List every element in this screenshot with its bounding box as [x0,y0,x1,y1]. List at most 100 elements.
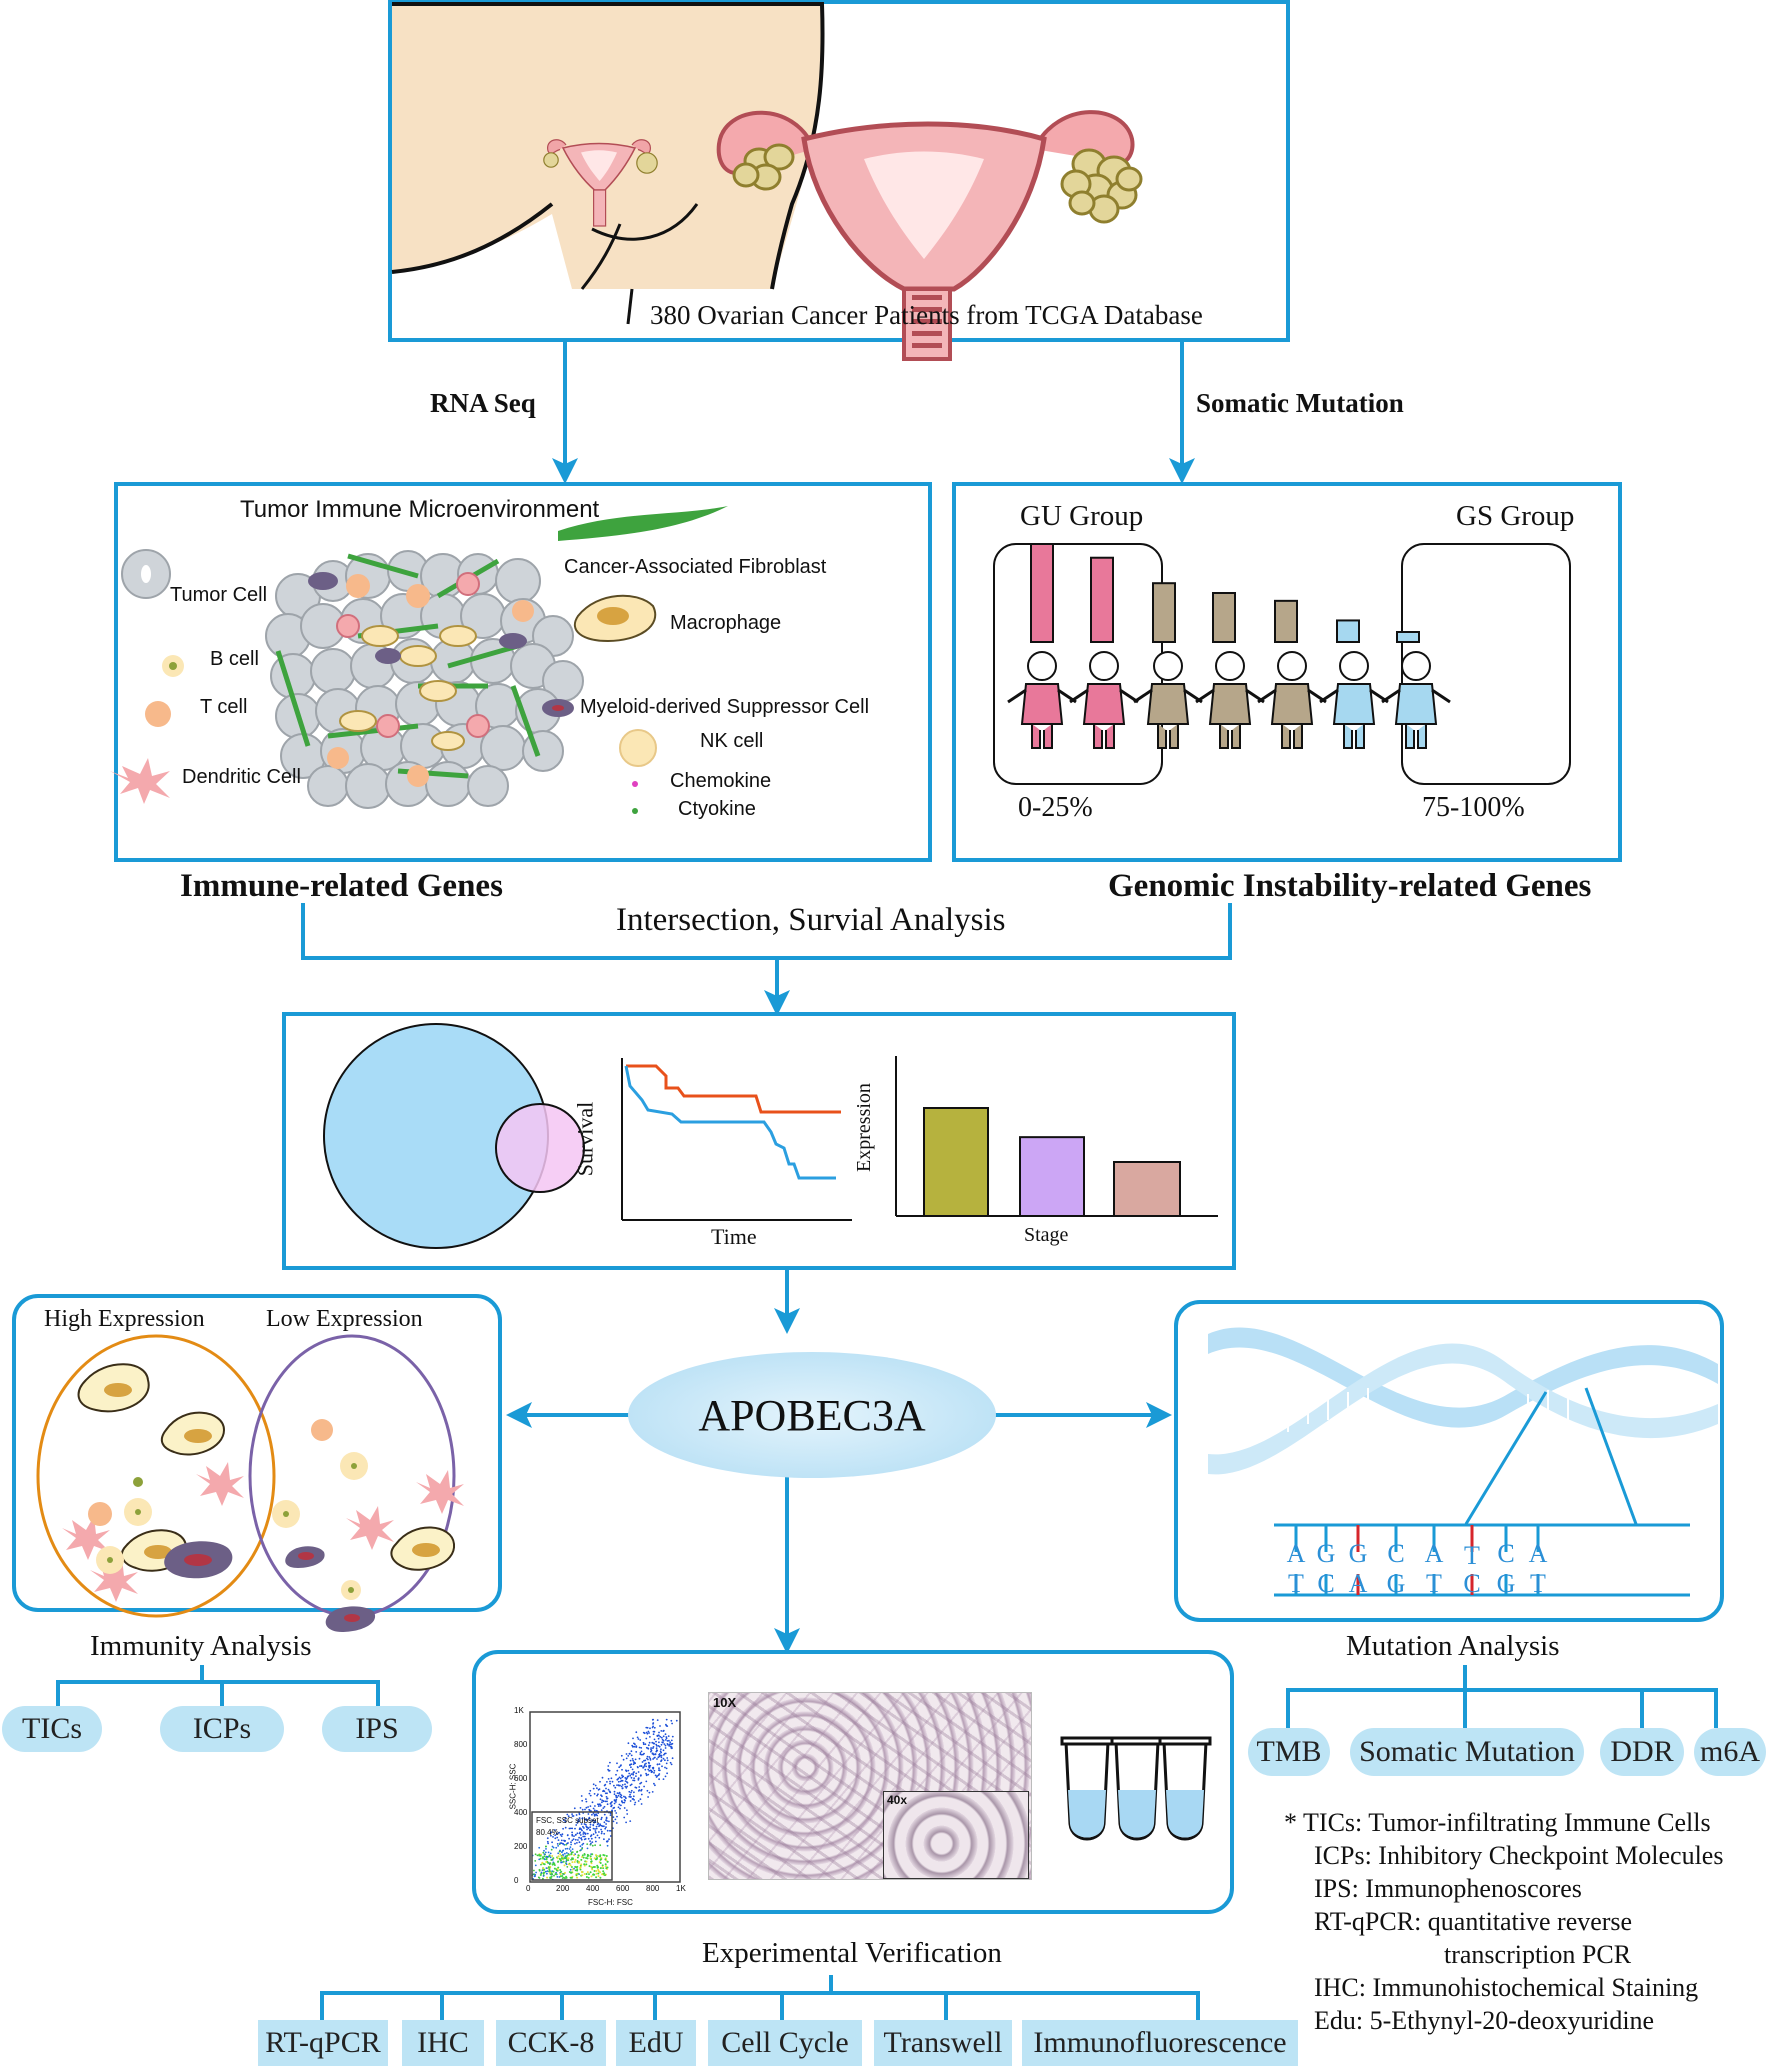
flow-y-tick: 600 [514,1774,528,1783]
person-figure [1133,651,1203,749]
flow-x-axis-label: FSC-H: FSC [588,1898,633,1907]
legend-mdsc: Myeloid-derived Suppressor Cell [580,696,870,718]
experiment-item-ihc: IHC [402,2020,484,2066]
legend-chemokine: Chemokine [670,770,772,792]
person-figure [1381,651,1451,749]
top-base: A [1425,1539,1444,1568]
mutation-item-somatic: Somatic Mutation [1350,1728,1584,1776]
mutation-bar [1396,631,1420,643]
apobec3a-node: APOBEC3A [628,1352,996,1478]
flow-gate [531,1811,613,1881]
bottom-base: G [1387,1569,1406,1598]
flow-x-tick: 200 [556,1884,570,1893]
mutation-title: Mutation Analysis [1346,1630,1560,1662]
mutation-bar [1212,592,1236,643]
flow-y-tick: 0 [514,1876,519,1885]
flow-gate-percent: 80.4% [536,1828,559,1837]
mutation-item-tmb: TMB [1248,1728,1330,1776]
legend-t-cell: T cell [200,696,248,718]
merge-label: Intersection, Survial Analysis [616,902,1006,938]
abbr-ihc: IHC: Immunohistochemical Staining [1314,1973,1699,2002]
genomic-instability-panel: GU Group GS Group 0-25% 75-100% [952,482,1622,862]
tumor-cluster-illustration [110,506,728,814]
mutation-tree [1286,1665,1718,1735]
venn-genomic-circle [495,1103,585,1193]
bottom-base: T [1530,1569,1546,1598]
person-figure [1319,651,1389,749]
ihc-10x-label: 10X [713,1695,737,1710]
tme-title: Tumor Immune Microenvironment [240,496,600,523]
mutation-bar [1152,582,1176,643]
pcr-tube [1110,1736,1164,1841]
ihc-inset: 40x [883,1791,1029,1879]
legend-nk-cell: NK cell [700,730,764,752]
immunity-item-ips: IPS [322,1706,432,1752]
person-figure [1069,651,1139,749]
experiment-item-rtqpcr: RT-qPCR [258,2020,388,2066]
flow-x-tick: 600 [616,1884,630,1893]
top-base: A [1529,1539,1548,1568]
gs-percent-label: 75-100% [1422,792,1525,823]
top-base: C [1387,1539,1404,1568]
gu-percent-label: 0-25% [1018,792,1093,823]
survival-xlabel: Time [711,1224,757,1249]
flow-y-tick: 200 [514,1842,528,1851]
legend-fibroblast: Cancer-Associated Fibroblast [564,556,827,578]
rna-seq-label: RNA Seq [430,388,536,418]
flow-y-tick: 400 [514,1808,528,1817]
legend-b-cell: B cell [210,648,259,670]
immunity-tree [56,1665,380,1710]
gs-group-label: GS Group [1456,500,1575,532]
genomic-genes-label: Genomic Instability-related Genes [1108,868,1592,904]
abbr-icps: ICPs: Inhibitory Checkpoint Molecules [1314,1841,1724,1870]
person-figure [1257,651,1327,749]
somatic-mutation-label: Somatic Mutation [1196,388,1404,418]
experiment-item-transwell: Transwell [874,2020,1012,2066]
stage-expression-chart [895,1056,1218,1217]
venn-diagram [323,1023,585,1249]
abbr-tics: * TICs: Tumor-infiltrating Immune Cells [1284,1808,1711,1837]
immunity-item-icps: ICPs [160,1706,284,1752]
experiment-item-immunofluorescence: Immunofluorescence [1022,2020,1298,2066]
bottom-base: A [1349,1569,1368,1598]
ihc-image: 10X 40x [708,1692,1032,1880]
mutation-item-m6a: m6A [1694,1728,1766,1776]
mutation-bar [1336,619,1360,644]
stage-bar [1019,1136,1085,1217]
abbr-rtqpcr-cont: transcription PCR [1444,1940,1632,1969]
legend-macrophage: Macrophage [670,612,782,634]
survival-plot [621,1058,852,1221]
survival-analysis-panel: Survival Time Expression Stage [282,1012,1236,1270]
high-expression-ellipse [36,1334,276,1618]
survival-curve-high [626,1064,841,1114]
immune-genes-label: Immune-related Genes [180,868,503,904]
stage-bar [1113,1161,1181,1217]
top-base: T [1464,1541,1480,1570]
mutation-bar [1090,556,1114,643]
flow-y-tick: 1K [514,1706,524,1715]
expression-ylabel: Expression [852,1083,875,1172]
flow-x-tick: 0 [526,1884,531,1893]
flow-cytometry-plot [529,1711,681,1883]
person-figure [1007,651,1077,749]
person-figure [1195,651,1265,749]
mutation-item-ddr: DDR [1600,1728,1684,1776]
immunity-item-tics: TICs [2,1706,102,1752]
pcr-tubes-icon [1060,1736,1212,1841]
experiment-title: Experimental Verification [702,1937,1002,1969]
immunity-panel: High Expression Low Expression [12,1294,502,1632]
genomic-groups-illustration [993,543,1571,785]
top-base: A [1287,1539,1306,1568]
experiment-item-cell-cycle: Cell Cycle [708,2020,862,2066]
bottom-base: C [1463,1569,1480,1598]
high-expression-label: High Expression [44,1306,205,1332]
flow-gate-label: FSC, SSC subset [536,1816,599,1825]
gu-group-frame [993,543,1163,785]
experiment-tree [320,1975,1200,2022]
gu-group-label: GU Group [1020,500,1144,532]
legend-dendritic-cell: Dendritic Cell [182,766,301,788]
merge-connector [301,903,1232,960]
legend-tumor-cell: Tumor Cell [170,584,268,606]
experiment-item-edu: EdU [616,2020,696,2066]
